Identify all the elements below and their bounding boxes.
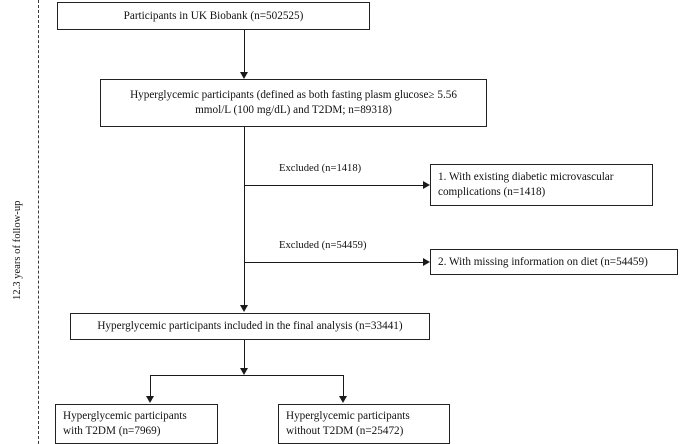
arrowhead-source-to-hyperglycemic [239,72,248,79]
node-final-analysis-text: Hyperglycemic participants included in t… [97,320,403,333]
node-exclusion-1: 1. With existing diabetic microvascular … [430,164,653,206]
node-hyperglycemic-line-1: Hyperglycemic participants (defined as b… [130,89,457,102]
node-with-t2dm-line-1: Hyperglycemic participants [63,410,187,423]
node-final-analysis: Hyperglycemic participants included in t… [70,313,430,340]
node-source-cohort: Participants in UK Biobank (n=502525) [57,2,370,30]
connector-split-bar [150,375,344,376]
node-without-t2dm-text: Hyperglycemic participants without T2DM … [279,409,449,439]
node-hyperglycemic-cohort: Hyperglycemic participants (defined as b… [100,79,487,127]
arrowhead-exclusion-1 [423,180,430,189]
node-exclusion-2: 2. With missing information on diet (n=5… [430,249,678,275]
arrowhead-with-t2dm [145,396,154,403]
node-hyperglycemic-line-2: mmol/L (100 mg/dL) and T2DM; n=89318) [195,104,392,116]
follow-up-dashed-axis [38,0,39,444]
connector-hyperglycemic-to-final [244,127,245,307]
exclusion-2-label: Excluded (n=54459) [279,240,367,251]
node-without-t2dm-line-2: without T2DM (n=25472) [286,425,404,437]
node-source-cohort-text: Participants in UK Biobank (n=502525) [123,9,304,22]
node-without-t2dm: Hyperglycemic participants without T2DM … [278,404,450,444]
node-with-t2dm-line-2: with T2DM (n=7969) [63,425,161,437]
node-exclusion-1-line-2: complications (n=1418) [438,186,546,198]
node-exclusion-2-text: 2. With missing information on diet (n=5… [438,255,648,268]
node-with-t2dm-text: Hyperglycemic participants with T2DM (n=… [56,409,217,439]
node-exclusion-1-text: 1. With existing diabetic microvascular … [431,170,652,200]
node-without-t2dm-line-1: Hyperglycemic participants [286,410,410,423]
exclusion-1-label: Excluded (n=1418) [279,163,362,174]
arrowhead-hyperglycemic-to-final [239,305,248,312]
connector-exclusion-2 [244,262,424,263]
connector-split-right-drop [343,375,344,398]
arrowhead-final-to-split [239,368,248,375]
follow-up-axis-label: 12.3 years of follow-up [12,200,23,300]
node-hyperglycemic-cohort-text: Hyperglycemic participants (defined as b… [101,88,486,118]
connector-split-left-drop [150,375,151,398]
arrowhead-exclusion-2 [423,257,430,266]
node-with-t2dm: Hyperglycemic participants with T2DM (n=… [55,404,218,444]
connector-source-to-hyperglycemic [244,30,245,74]
node-exclusion-1-line-1: 1. With existing diabetic microvascular [438,171,614,184]
connector-exclusion-1 [244,185,424,186]
connector-final-to-split [244,340,245,370]
arrowhead-without-t2dm [338,396,347,403]
